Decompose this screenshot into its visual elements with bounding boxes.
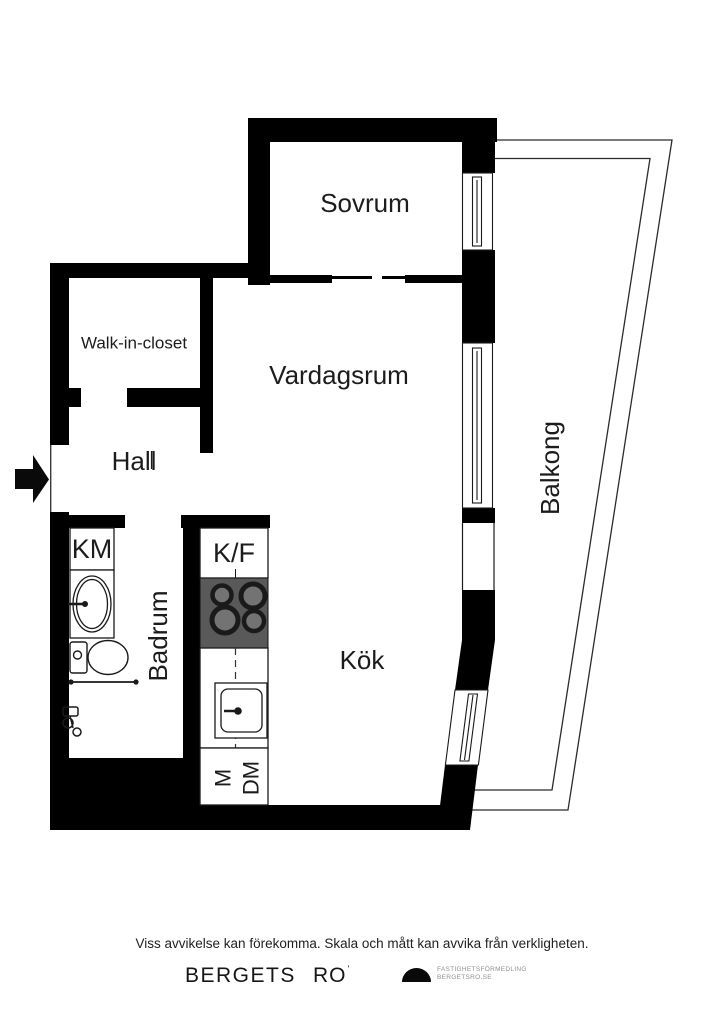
- appliance-label-km: KM: [72, 534, 113, 564]
- entrance-arrow-icon: [15, 455, 49, 503]
- room-label-sovrum: Sovrum: [320, 188, 410, 218]
- stove-icon: [199, 577, 269, 649]
- appliance-label-dm: DM: [239, 761, 264, 795]
- room-label-badrum: Badrum: [143, 590, 173, 681]
- kitchen-sink-icon: [214, 682, 268, 739]
- room-label-kok: Kök: [340, 645, 386, 675]
- bathroom-fixtures: [62, 527, 139, 737]
- bedroom-window-icon: [461, 172, 494, 251]
- room-label-balkong: Balkong: [535, 421, 565, 515]
- balcony-outline: [450, 139, 673, 811]
- washing-machine-icon: [69, 527, 115, 571]
- toilet-icon: [69, 639, 129, 676]
- windows: [444, 172, 494, 766]
- micro-dishwasher-box: [199, 747, 269, 806]
- room-label-walk-in-closet: Walk-in-closet: [81, 334, 187, 353]
- livingroom-window-icon: [461, 342, 494, 509]
- kitchen-window-icon: [444, 689, 489, 766]
- bathroom-sink-icon: [68, 569, 115, 639]
- fridge-freezer-box: [199, 527, 269, 579]
- kitchen-fixtures: [199, 527, 269, 806]
- room-label-vardagsrum: Vardagsrum: [269, 360, 409, 390]
- room-labels: Sovrum Walk-in-closet Vardagsrum Hall Kö…: [72, 188, 565, 795]
- shower-mixer-icon: [62, 706, 82, 737]
- appliance-label-kf: K/F: [213, 538, 255, 568]
- walls: [50, 118, 497, 830]
- room-label-hall: Hall: [112, 446, 157, 476]
- appliance-label-m: M: [211, 769, 236, 787]
- wall-opening-lines: [50, 445, 495, 590]
- towel-rail-icon: [68, 679, 139, 685]
